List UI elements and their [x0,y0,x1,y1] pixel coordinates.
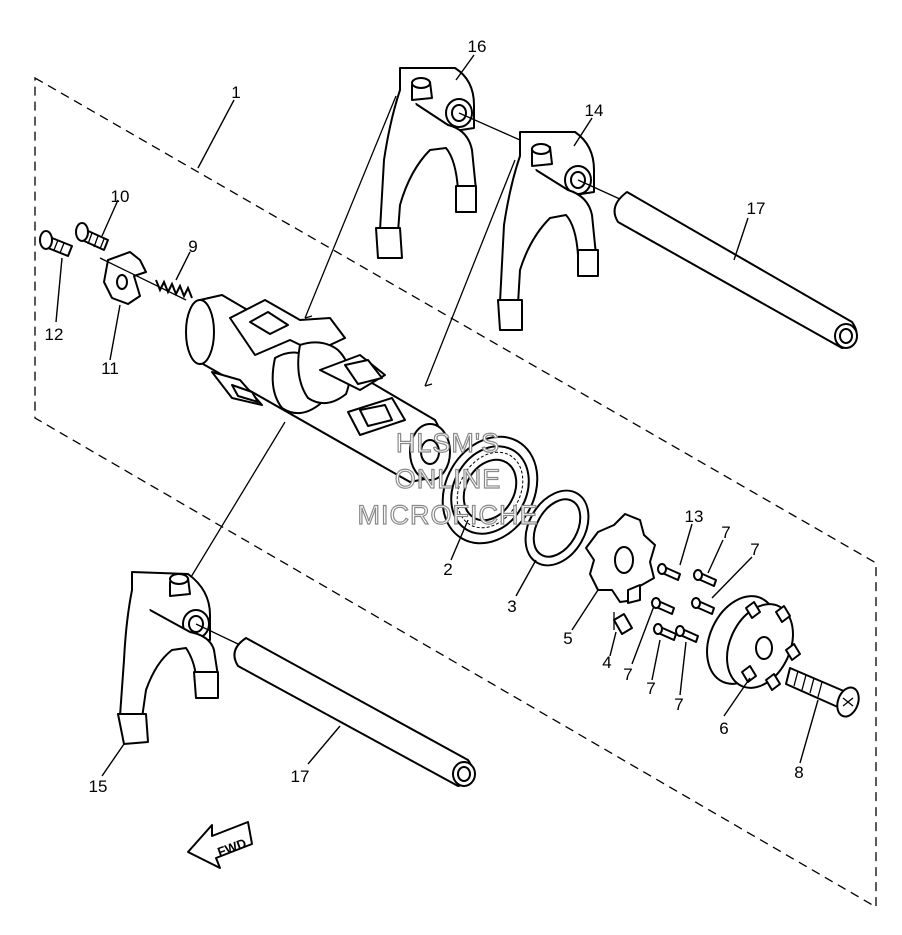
pin-7-mid[interactable] [653,623,677,641]
screw-12[interactable] [39,230,73,257]
svg-text:ONLINE: ONLINE [395,464,502,494]
lever-axis-line [99,257,187,301]
callout-14: 14 [585,101,604,120]
lower-rod-alignment-line [195,623,239,645]
callout-12: 12 [45,325,64,344]
dowel-pin[interactable] [613,612,633,635]
callout-9: 9 [188,237,197,256]
callout-11: 11 [101,359,119,378]
pin-13[interactable] [657,563,681,581]
callout-7c: 7 [623,665,632,684]
fwd-arrow-icon: FWD [187,821,253,869]
callout-7b: 7 [750,540,759,559]
shift-drum[interactable] [185,294,451,483]
watermark: HLSM'S ONLINE MICROFICHE [357,427,539,530]
fork-guide-bar-lower[interactable] [233,637,476,787]
callout-7e: 7 [674,695,683,714]
spring[interactable] [155,279,193,299]
pin-7-top[interactable] [693,569,717,587]
callout-8: 8 [794,763,803,782]
bearing[interactable] [424,420,556,561]
fork14-guide-line [424,159,516,387]
segment-plate[interactable] [585,513,656,604]
callout-2: 2 [443,560,452,579]
screw-8[interactable] [785,667,863,720]
callout-13: 13 [685,507,704,526]
shift-fork-14[interactable] [497,131,599,331]
retaining-ring[interactable] [513,479,601,576]
callout-7a: 7 [721,523,730,542]
pin-7-right[interactable] [691,597,715,615]
shift-fork-15[interactable] [117,571,219,745]
callout-1: 1 [231,83,240,102]
callout-3: 3 [507,597,516,616]
pin-holder[interactable] [694,585,806,699]
assembly-boundary [34,76,877,909]
callout-10: 10 [111,187,130,206]
fork-guide-bar-upper[interactable] [613,191,858,349]
rod-alignment-line [577,179,623,201]
fork15-guide-line [187,421,286,583]
fork-alignment-line [458,112,521,141]
callout-17-lower: 17 [291,767,310,786]
shift-fork-16[interactable] [375,67,477,259]
callout-5: 5 [563,629,572,648]
svg-text:MICROFICHE: MICROFICHE [358,500,539,530]
callout-7d: 7 [646,679,655,698]
leader-lines [55,54,819,777]
callout-labels: 1 16 14 17 10 9 12 11 2 3 5 4 13 7 7 7 7… [45,37,804,796]
fork16-guide-line [304,95,397,319]
callout-4: 4 [602,653,611,672]
callout-15: 15 [89,777,108,796]
pin-7-low[interactable] [675,625,699,643]
callout-16: 16 [468,37,487,56]
screw-10[interactable] [75,222,109,251]
callout-6: 6 [719,719,728,738]
callout-17-upper: 17 [747,199,766,218]
svg-text:HLSM'S: HLSM'S [396,428,500,458]
pin-7-left[interactable] [651,597,675,615]
